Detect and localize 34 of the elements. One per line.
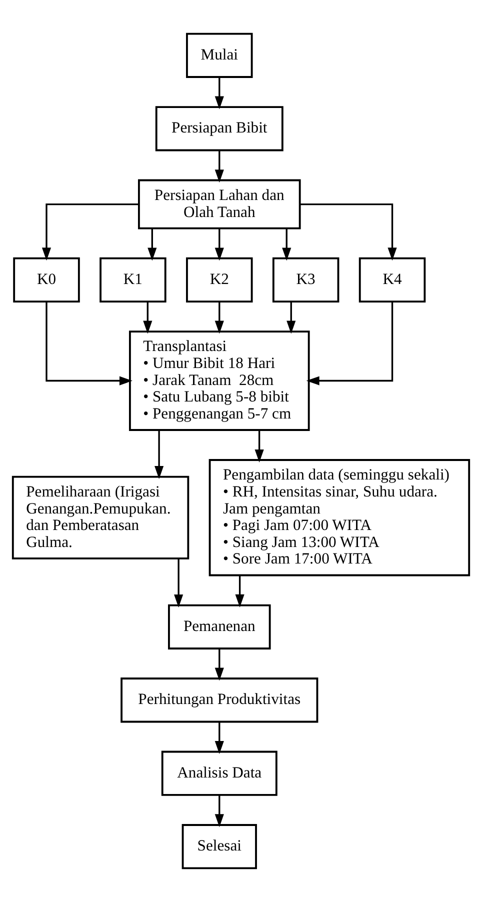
arrow bbox=[214, 648, 224, 680]
arrow bbox=[214, 722, 224, 754]
arrow bbox=[214, 76, 224, 109]
node-box: Pemanenan bbox=[168, 604, 271, 649]
node-box: K3 bbox=[272, 256, 340, 302]
arrow bbox=[148, 228, 157, 260]
node-box: Perhitungan Produktivitas bbox=[120, 677, 318, 722]
arrow bbox=[286, 301, 296, 334]
arrow bbox=[214, 301, 224, 334]
node-box: Mulai bbox=[186, 32, 253, 78]
arrow bbox=[46, 301, 132, 385]
arrow bbox=[214, 150, 224, 182]
arrow bbox=[282, 228, 292, 260]
node-box: K0 bbox=[13, 256, 80, 302]
arrow bbox=[300, 202, 397, 260]
node-box: Analisis Data bbox=[161, 750, 278, 796]
node-box: K4 bbox=[358, 256, 426, 302]
arrow bbox=[306, 301, 394, 385]
node-box: Pengambilan data (seminggu sekali) • RH, Intensitas sinar, Suhu udara. Jam pengamtan • Pagi Jam 07:00 WITA • Siang Jam 13:00 WITA • Sore Jam 17:00 WITA bbox=[208, 458, 470, 576]
arrow bbox=[235, 574, 244, 607]
node-box: Transplantasi • Umur Bibit 18 Hari • Jarak Tanam 28cm • Satu Lubang 5-8 bibit • Penggenangan 5-7 cm bbox=[128, 330, 310, 430]
node-box: Persiapan Lahan dan Olah Tanah bbox=[138, 178, 301, 229]
node-box: Pemeliharaan (Irigasi Genangan.Pemupukan. dan Pemberatasan Gulma. bbox=[12, 475, 190, 559]
arrow bbox=[154, 430, 164, 478]
arrow bbox=[214, 794, 224, 827]
arrow bbox=[214, 228, 224, 260]
node-box: Persiapan Bibit bbox=[155, 106, 284, 151]
node-box: Selesai bbox=[182, 824, 257, 869]
arrow bbox=[42, 202, 139, 260]
arrow bbox=[174, 558, 184, 608]
node-box: K2 bbox=[186, 256, 253, 302]
arrow bbox=[143, 301, 152, 334]
arrow bbox=[254, 430, 264, 462]
node-box: K1 bbox=[100, 256, 166, 302]
